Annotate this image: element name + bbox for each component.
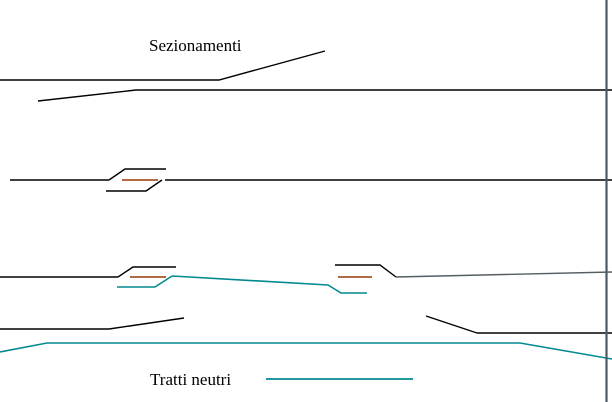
legend-label-tratti-neutri: Tratti neutri xyxy=(150,370,231,389)
track-lines-group xyxy=(0,50,612,360)
track-line-5-diagonal-left xyxy=(108,317,185,330)
crossover-1-upper-black xyxy=(108,168,166,181)
track-line-1-upper-black xyxy=(0,50,326,81)
page-title: Sezionamenti xyxy=(149,36,242,55)
crossover-2-upper-black xyxy=(117,266,176,278)
track-line-2-upper-black xyxy=(37,89,612,102)
neutral-section-bottom-teal xyxy=(0,342,612,360)
track-line-4-gray-right xyxy=(395,271,612,278)
crossover-1-lower-black xyxy=(106,179,163,192)
neutral-section-main-teal xyxy=(171,275,367,294)
track-line-5-diagonal-right xyxy=(425,315,478,334)
neutral-section-branch-teal xyxy=(117,275,173,288)
crossover-3-upper-black xyxy=(335,264,397,278)
